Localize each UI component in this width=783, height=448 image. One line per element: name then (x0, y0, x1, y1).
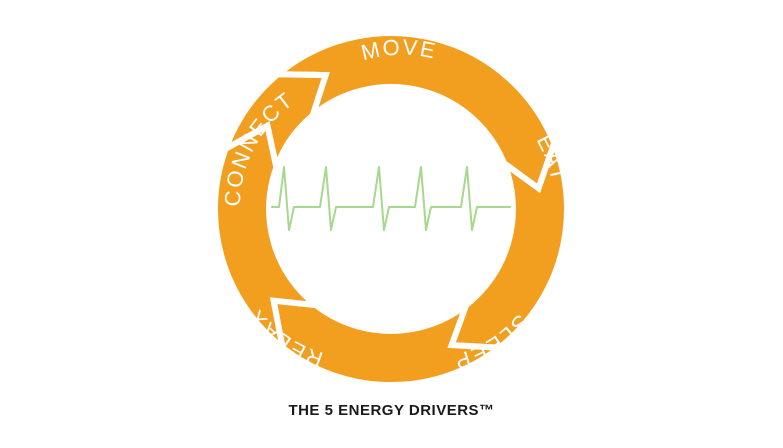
segment-connect (220, 71, 330, 179)
heartbeat-pulse-icon (271, 166, 511, 231)
cycle-ring (211, 30, 570, 389)
diagram-title: THE 5 ENERGY DRIVERS™ (288, 402, 495, 419)
